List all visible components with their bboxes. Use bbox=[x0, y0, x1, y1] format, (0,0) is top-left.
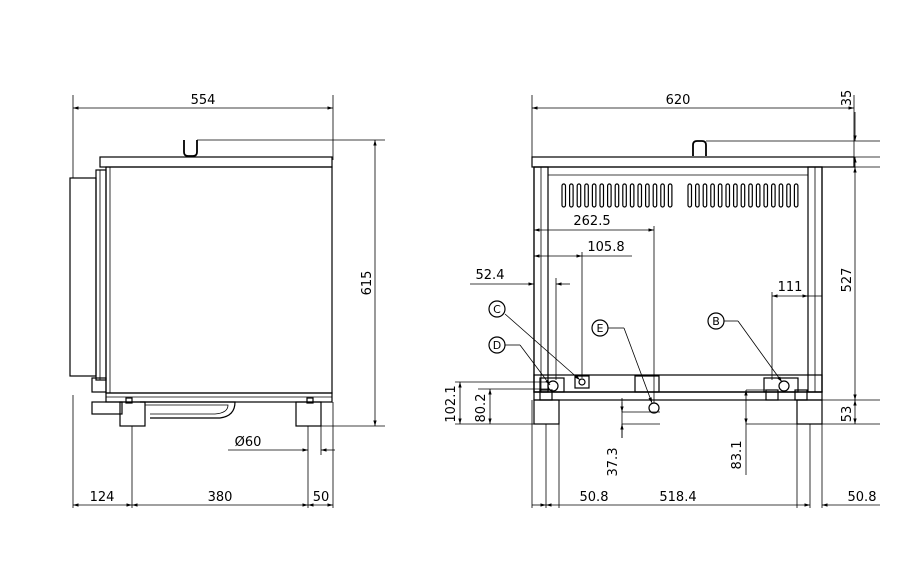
vent-slot bbox=[755, 183, 761, 208]
vent-slot bbox=[629, 183, 635, 208]
front-foot-left bbox=[533, 399, 560, 425]
side-door bbox=[95, 169, 107, 381]
front-foot-right bbox=[796, 399, 823, 425]
vent-slot bbox=[660, 183, 665, 208]
vent-slot bbox=[637, 183, 643, 208]
dim-foot-diameter: Ø60 bbox=[235, 435, 262, 450]
vent-slot bbox=[710, 183, 715, 208]
vent-slot bbox=[614, 183, 620, 208]
vent-slot bbox=[778, 183, 784, 208]
vent-slot bbox=[644, 183, 650, 208]
vent-slot bbox=[568, 183, 574, 208]
dim-side-height: 615 bbox=[360, 271, 375, 296]
dim-front-105: 105.8 bbox=[587, 240, 624, 255]
vent-slot bbox=[591, 183, 597, 208]
vent-slot bbox=[725, 183, 731, 208]
svg-text:E: E bbox=[597, 322, 604, 335]
dim-side-width: 554 bbox=[191, 93, 216, 108]
side-drain-tray bbox=[140, 401, 236, 419]
front-vent-slots bbox=[561, 183, 799, 208]
dim-front-262: 262.5 bbox=[573, 214, 610, 229]
dim-front-52: 52.4 bbox=[476, 268, 505, 283]
vent-slot bbox=[599, 183, 605, 208]
side-view: 554 615 Ø60 124 380 50 bbox=[69, 93, 385, 508]
vent-slot bbox=[763, 183, 769, 208]
vent-slot bbox=[793, 183, 799, 208]
dim-front-37: 37.3 bbox=[606, 448, 621, 477]
side-top-handle bbox=[183, 140, 198, 157]
callout-c: C bbox=[488, 300, 581, 381]
dim-front-height: 527 bbox=[840, 268, 855, 293]
callout-b: B bbox=[707, 312, 783, 383]
vent-slot bbox=[667, 183, 673, 208]
dim-front-102: 102.1 bbox=[444, 385, 459, 422]
dim-side-bottom-right: 50 bbox=[313, 490, 330, 505]
vent-slot bbox=[606, 183, 612, 208]
dim-front-bottom-left: 50.8 bbox=[580, 490, 609, 505]
dim-front-base: 53 bbox=[840, 406, 855, 423]
svg-text:B: B bbox=[712, 315, 720, 328]
svg-text:D: D bbox=[493, 339, 501, 352]
svg-text:C: C bbox=[493, 303, 501, 316]
callout-d: D bbox=[488, 336, 551, 386]
dim-front-top-offset: 35 bbox=[840, 90, 855, 107]
vent-slot bbox=[584, 183, 589, 208]
vent-slot bbox=[622, 183, 627, 208]
vent-slot bbox=[770, 183, 776, 208]
vent-slot bbox=[786, 183, 791, 208]
dim-front-bottom-right: 50.8 bbox=[848, 490, 877, 505]
front-drain bbox=[648, 402, 660, 414]
vent-slot bbox=[732, 183, 738, 208]
dim-front-bottom-mid: 518.4 bbox=[659, 490, 696, 505]
side-door-glass bbox=[69, 177, 97, 377]
front-top-handle bbox=[692, 140, 707, 156]
vent-slot bbox=[717, 183, 723, 208]
front-top-cover bbox=[531, 156, 855, 168]
front-view: 620 35 527 53 262.5 105.8 52.4 bbox=[444, 90, 880, 508]
dim-side-bottom-left: 124 bbox=[90, 490, 115, 505]
side-body bbox=[105, 166, 333, 394]
dim-front-83: 83.1 bbox=[730, 441, 745, 470]
vent-slot bbox=[740, 183, 746, 208]
callout-e: E bbox=[591, 319, 653, 404]
vent-slot bbox=[687, 183, 693, 208]
dim-front-111: 111 bbox=[778, 280, 803, 295]
vent-slot bbox=[561, 183, 567, 208]
vent-slot bbox=[576, 183, 582, 208]
side-base bbox=[105, 392, 333, 403]
vent-slot bbox=[694, 183, 700, 208]
vent-slot bbox=[748, 183, 753, 208]
vent-slot bbox=[702, 183, 708, 208]
side-top-cover bbox=[99, 156, 333, 168]
dim-side-bottom-mid: 380 bbox=[208, 490, 233, 505]
side-foot-front bbox=[119, 401, 146, 427]
side-foot-rear bbox=[295, 401, 322, 427]
dim-front-80: 80.2 bbox=[474, 394, 489, 423]
vent-slot bbox=[652, 183, 658, 208]
dim-front-width: 620 bbox=[666, 93, 691, 108]
